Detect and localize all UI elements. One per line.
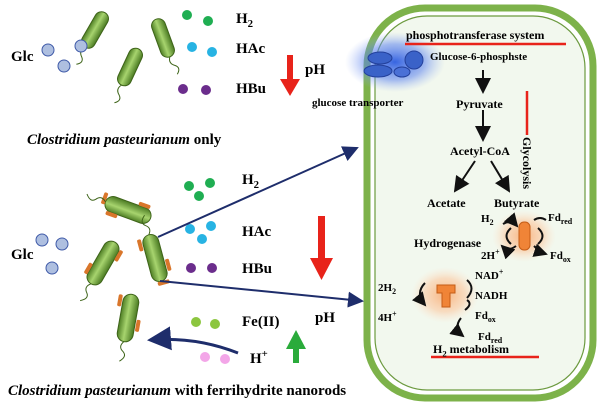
hydrogenase-icon — [492, 210, 556, 262]
top-bacteria — [76, 11, 180, 104]
bacterium-icon — [86, 192, 152, 224]
fe-label: Fe(II) — [242, 314, 280, 330]
bottom-h2-label: H2 — [242, 172, 260, 191]
bottom-glc-label: Glc — [11, 247, 34, 263]
top-ph-down-arrow — [280, 55, 300, 96]
nanorod-icon — [117, 294, 141, 332]
bottom-product-dots — [184, 178, 230, 364]
g6p-label: Glucose-6-phosphste — [430, 51, 528, 63]
pts-label: phosphotransferase system — [406, 28, 545, 42]
nad-label: NAD+ — [475, 267, 504, 282]
glycolysis-label: Glycolysis — [520, 137, 534, 190]
curved-arrow-fe — [147, 326, 239, 355]
top-product-dots — [178, 10, 217, 95]
top-hbu-label: HBu — [236, 81, 267, 97]
nadh-enzyme-icon — [411, 267, 479, 338]
bacterium-icon — [151, 18, 180, 75]
fd-ox-label-2: Fdox — [475, 310, 496, 325]
fd-red-label-1: Fdred — [548, 212, 573, 227]
nadh-label: NADH — [475, 290, 508, 302]
bacterium-icon — [114, 47, 143, 104]
two-h-label: 2H+ — [481, 247, 500, 262]
top-hac-label: HAc — [236, 41, 266, 57]
butyrate-label: Butyrate — [494, 196, 540, 210]
fd-red-label-2: Fdred — [478, 331, 503, 346]
bacterium-icon — [116, 293, 141, 362]
ph-up-arrow — [286, 330, 306, 363]
bacterium-icon — [80, 240, 123, 302]
bacterium-icon — [137, 214, 172, 286]
top-ph-label: pH — [305, 62, 326, 78]
arrow-to-cell-lower — [159, 280, 364, 308]
top-glucose-dots — [41, 39, 88, 73]
top-glc-label: Glc — [11, 49, 34, 65]
h2-metabolism-label: H2 metabolism — [433, 342, 509, 359]
bacterium-icon — [76, 11, 109, 65]
transporter-label: glucose transporter — [312, 97, 404, 109]
acetate-label: Acetate — [427, 196, 466, 210]
top-h2-label: H2 — [236, 11, 254, 30]
hyd-h2-label: H2 — [481, 213, 494, 228]
bottom-hbu-label: HBu — [242, 261, 273, 277]
bottom-down-arrow — [310, 216, 333, 280]
bottom-bacteria — [80, 192, 172, 362]
acetyl-coa-label: Acetyl-CoA — [450, 144, 510, 158]
nanorod-icon — [101, 192, 151, 219]
fd-ox-label-1: Fdox — [550, 250, 571, 265]
pyruvate-label: Pyruvate — [456, 97, 503, 111]
hydrogenase-label: Hydrogenase — [414, 236, 482, 250]
hplus-label: H+ — [250, 348, 268, 367]
transporter-icon — [345, 32, 445, 92]
bottom-hac-label: HAc — [242, 224, 272, 240]
nanorod-icon — [84, 250, 123, 275]
two-h2-label: 2H2 — [378, 282, 397, 297]
pathway-arrows — [453, 70, 511, 193]
bottom-caption: Clostridium pasteurianum with ferrihydri… — [8, 383, 347, 399]
arrow-to-cell-upper — [157, 146, 359, 238]
bottom-ph-label: pH — [315, 310, 336, 326]
bottom-glucose-dots — [35, 233, 69, 275]
top-caption: Clostridium pasteurianum only — [27, 132, 222, 148]
four-h-label: 4H+ — [378, 309, 397, 324]
